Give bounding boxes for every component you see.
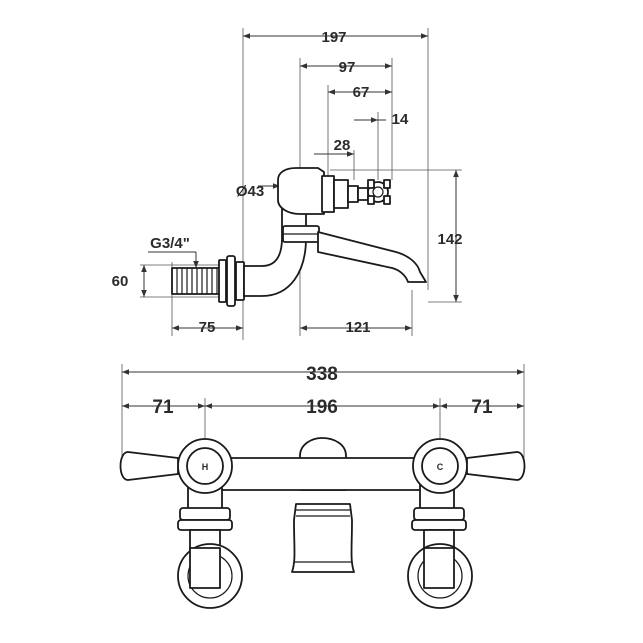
- dim-197-label: 197: [321, 29, 346, 46]
- hot-index: H: [202, 462, 209, 472]
- side-dimension-labels: 197 97 67 14 28 Ø43 142 G3/4" 60 75 121: [112, 29, 463, 336]
- dim-338-label: 338: [306, 364, 338, 385]
- side-tap-body: [171, 167, 427, 307]
- dim-28-label: 28: [334, 137, 351, 154]
- dim-14-label: 14: [392, 111, 409, 128]
- dim-142-label: 142: [437, 231, 462, 248]
- side-view: 197 97 67 14 28 Ø43 142 G3/4" 60 75 121: [112, 28, 463, 340]
- front-dimension-lines: [122, 369, 524, 409]
- dim-43-label: Ø43: [236, 183, 264, 200]
- dim-121-label: 121: [345, 319, 370, 336]
- dim-196-label: 196: [306, 397, 338, 418]
- front-dimension-labels: 338 71 196 71: [152, 364, 493, 418]
- dim-97-label: 97: [339, 59, 356, 76]
- dim-67-label: 67: [353, 84, 370, 101]
- left-valve: [119, 438, 243, 609]
- thread-label: G3/4": [150, 235, 190, 252]
- cold-index: C: [437, 462, 444, 472]
- dim-71-right-label: 71: [471, 397, 493, 418]
- front-tap-body: H C: [119, 437, 526, 609]
- dim-60-label: 60: [112, 273, 129, 290]
- front-view: H C 338 71 196 71: [119, 364, 526, 609]
- right-valve: [407, 438, 526, 609]
- side-dimension-lines: [141, 33, 459, 331]
- dim-71-left-label: 71: [152, 397, 174, 418]
- dim-75-label: 75: [199, 319, 216, 336]
